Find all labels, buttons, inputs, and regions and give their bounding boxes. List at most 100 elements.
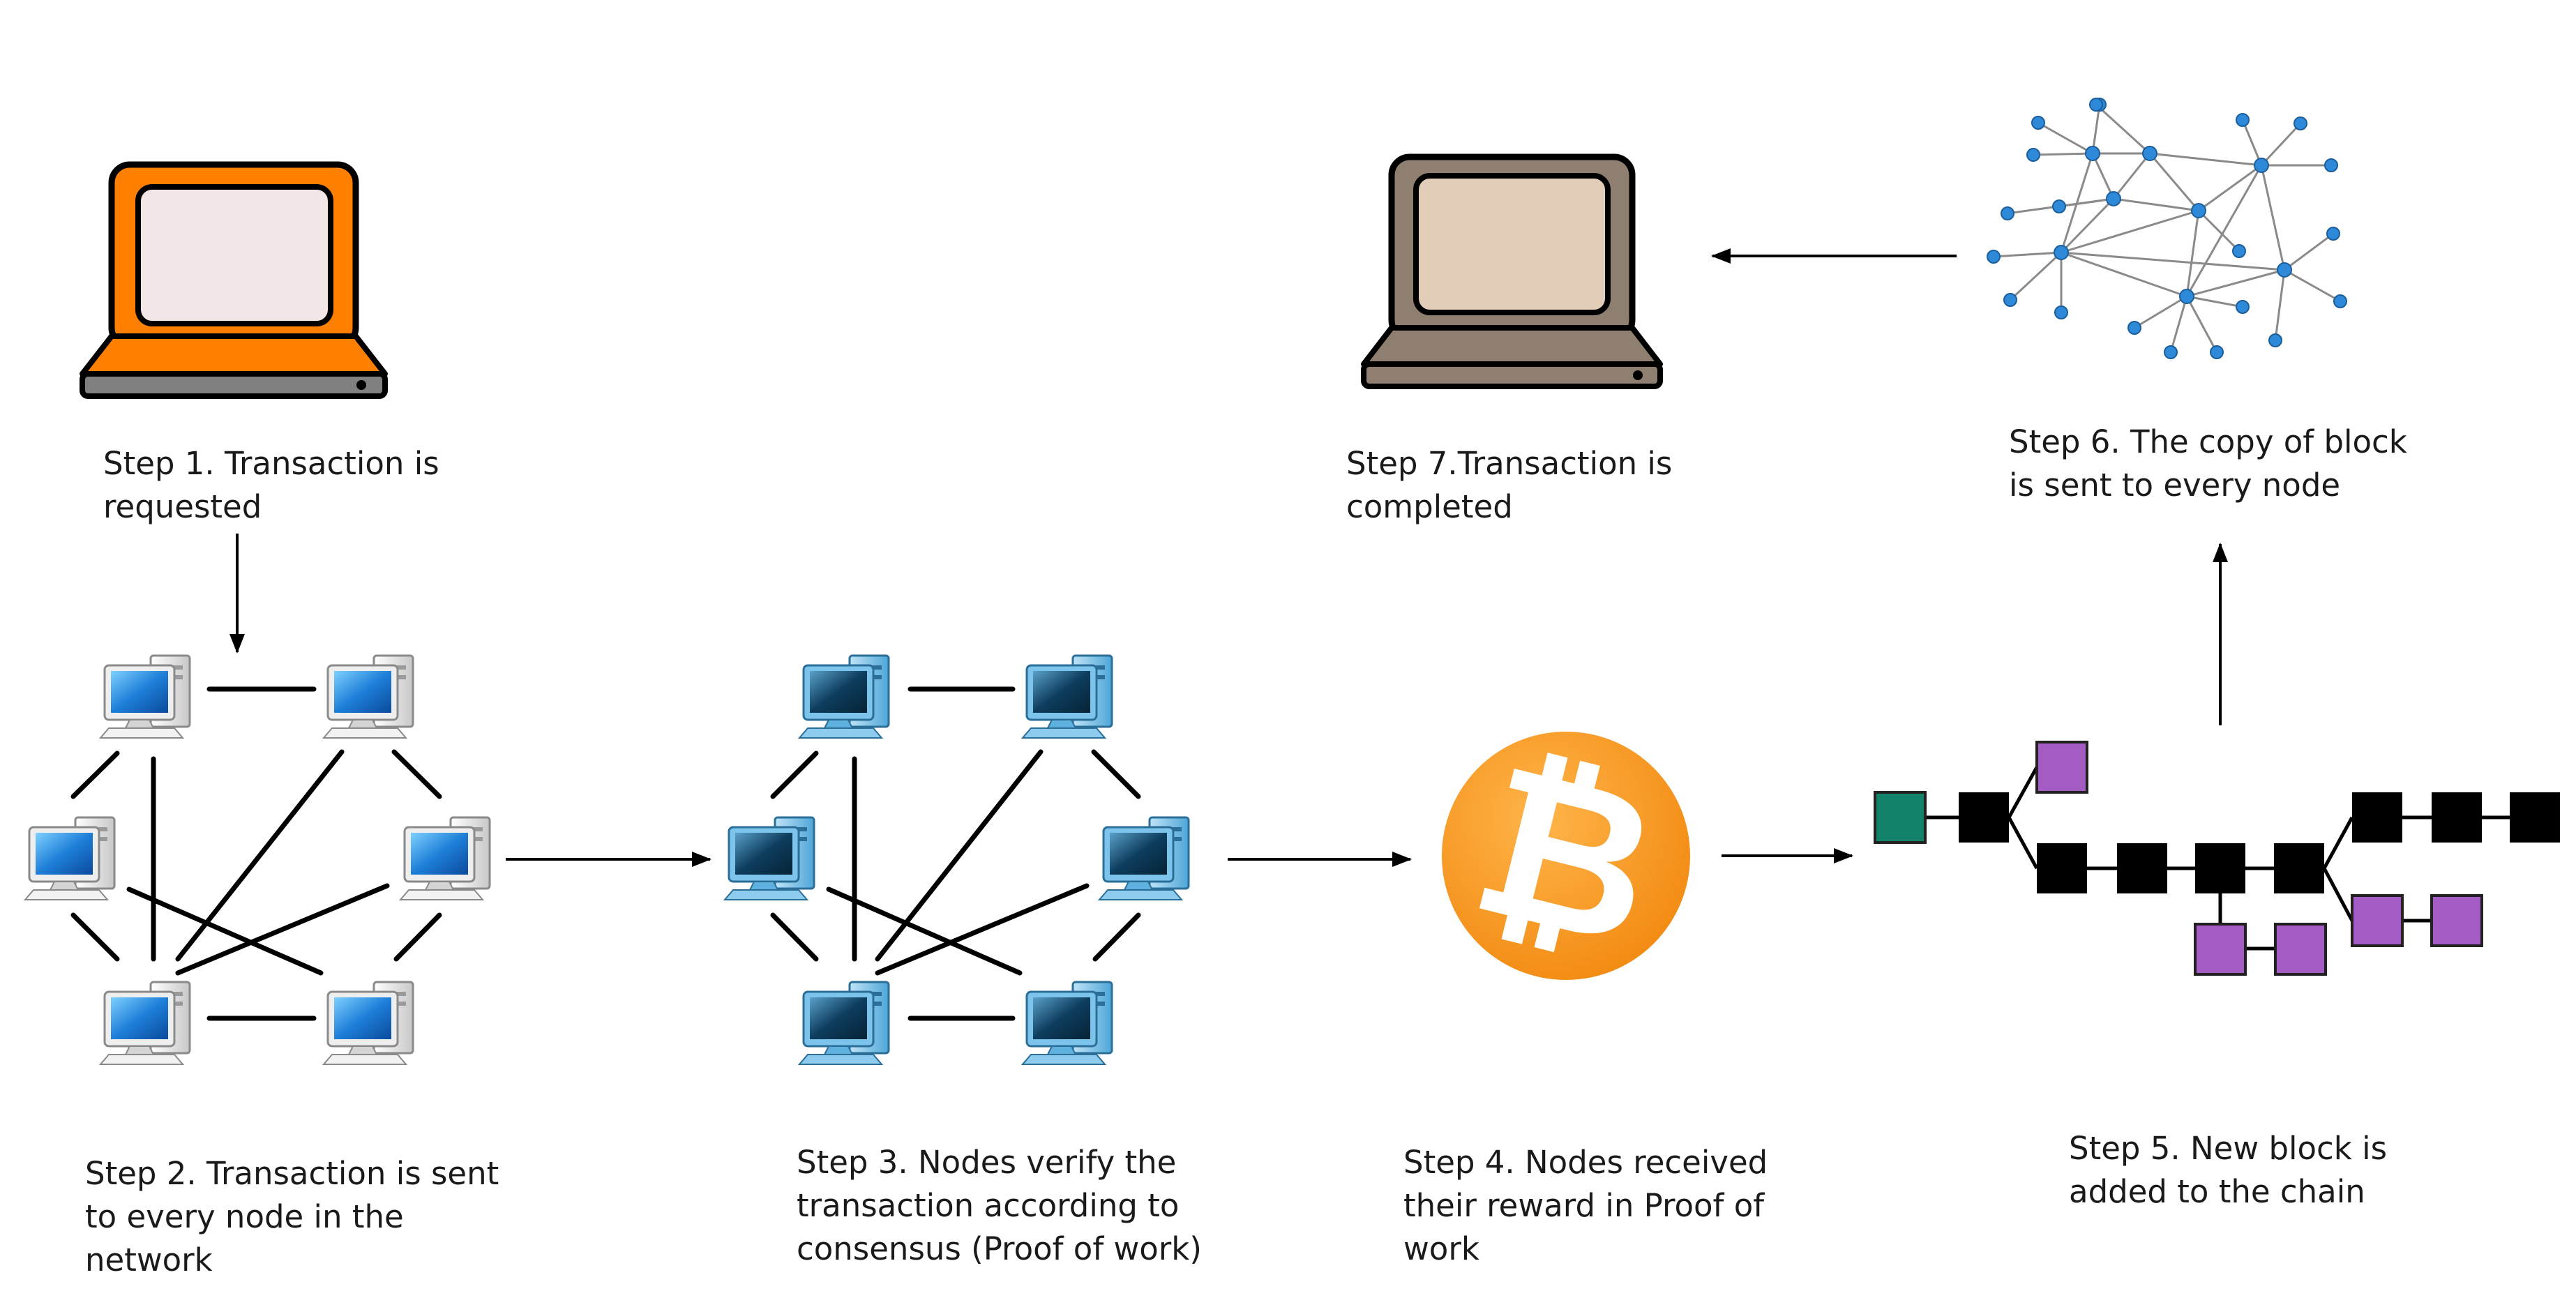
network-node	[2142, 146, 2157, 161]
network-edge	[1993, 251, 2062, 258]
network-node	[2003, 293, 2017, 307]
network-step2	[24, 654, 491, 1066]
network-node	[2232, 244, 2246, 258]
network-edge	[2033, 152, 2093, 156]
block	[2274, 843, 2324, 893]
network-edge	[2198, 164, 2262, 212]
block	[2037, 843, 2087, 893]
step7-line2: completed	[1346, 488, 1513, 525]
chain-links	[1925, 766, 2510, 951]
network-edge	[2095, 103, 2151, 155]
network-edge	[2260, 122, 2302, 167]
orphan-block	[2351, 894, 2404, 947]
desktop-computer-icon	[723, 816, 815, 901]
network-node	[2106, 191, 2121, 206]
step2-line1: Step 2. Transaction is sent	[85, 1155, 499, 1192]
network-node	[2333, 294, 2347, 308]
desktop-computer-icon	[1021, 981, 1113, 1066]
step3-line3: consensus (Proof of work)	[797, 1230, 1202, 1267]
orphan-block	[2194, 923, 2247, 976]
network-links	[70, 686, 442, 1021]
desktop-computer-icon	[322, 654, 414, 739]
network-edge	[2186, 269, 2285, 298]
network-edge	[2241, 119, 2263, 166]
network-edge	[2197, 209, 2240, 252]
network-node	[2054, 245, 2069, 260]
network-node	[2054, 305, 2068, 319]
svg-text:₿: ₿	[1454, 717, 1678, 995]
block	[2195, 843, 2245, 893]
network-edge	[2134, 295, 2187, 329]
step4-line2: their reward in Proof of	[1403, 1187, 1765, 1224]
block	[2432, 792, 2482, 843]
orphan-block	[2430, 894, 2483, 947]
network-node	[2277, 262, 2292, 278]
desktop-computer-icon	[399, 816, 491, 901]
desktop-computer-icon	[24, 816, 116, 901]
network-edge	[2169, 296, 2188, 353]
network-edge	[2091, 104, 2101, 154]
block	[1959, 792, 2009, 843]
network-edge	[2185, 165, 2263, 297]
laptop-icon-completed	[1361, 153, 1663, 389]
step4-line1: Step 4. Nodes received	[1403, 1144, 1768, 1181]
network-edge	[2274, 269, 2286, 341]
network-edge	[2185, 210, 2200, 297]
step6-caption: Step 6. The copy of block is sent to eve…	[2009, 421, 2407, 507]
network-node	[2031, 116, 2045, 130]
network-edge	[2185, 296, 2218, 353]
bitcoin-icon: ₿	[1442, 717, 1690, 995]
network-node	[2326, 227, 2340, 241]
desktop-computer-icon	[99, 981, 191, 1066]
step6-line2: is sent to every node	[2009, 467, 2341, 504]
network-node	[2236, 300, 2250, 314]
network-graph-icon	[1987, 98, 2347, 359]
network-edge	[2061, 209, 2199, 254]
network-edge	[2038, 121, 2093, 155]
network-edge	[2149, 152, 2262, 167]
step2-line2: to every node in the	[85, 1198, 404, 1235]
network-links	[770, 686, 1141, 1021]
network-edge	[2060, 197, 2115, 254]
step3-line2: transaction according to	[797, 1187, 1180, 1224]
network-node	[2324, 158, 2338, 172]
step7-line1: Step 7.Transaction is	[1346, 445, 1673, 482]
desktop-computer-icon	[798, 981, 890, 1066]
network-node	[2164, 345, 2178, 359]
blockchain-icon	[1874, 741, 2560, 976]
network-node	[2254, 158, 2269, 173]
network-edge	[2148, 153, 2200, 211]
network-edge	[2061, 251, 2285, 271]
network-edge	[2113, 197, 2199, 212]
network-edge	[2061, 251, 2187, 298]
network-node	[2089, 98, 2103, 112]
genesis-block	[1874, 791, 1927, 844]
laptop-icon-requesting	[80, 161, 388, 399]
network-node	[2052, 199, 2066, 213]
step2-caption: Step 2. Transaction is sent to every nod…	[85, 1152, 499, 1282]
network-edge	[2260, 165, 2286, 271]
desktop-computer-icon	[798, 654, 890, 739]
orphan-block	[2035, 741, 2088, 794]
block	[2117, 843, 2167, 893]
desktop-computer-icon	[322, 981, 414, 1066]
network-node	[1987, 250, 2001, 264]
step4-line3: work	[1403, 1230, 1479, 1267]
step3-caption: Step 3. Nodes verify the transaction acc…	[797, 1141, 1202, 1271]
network-node	[2191, 203, 2206, 218]
step6-line1: Step 6. The copy of block	[2009, 423, 2407, 460]
network-node	[2026, 148, 2040, 162]
network-edge	[2284, 269, 2341, 303]
network-edge	[2284, 232, 2334, 271]
network-node	[2127, 321, 2141, 335]
step1-line1: Step 1. Transaction is	[103, 445, 439, 482]
step1-line2: requested	[103, 488, 262, 525]
network-edge	[2009, 251, 2063, 301]
network-edge	[2091, 153, 2115, 199]
network-node	[2179, 289, 2194, 304]
step5-line2: added to the chain	[2069, 1173, 2365, 1210]
desktop-computer-icon	[99, 654, 191, 739]
network-node	[2001, 206, 2014, 220]
step1-caption: Step 1. Transaction is requested	[103, 442, 439, 529]
